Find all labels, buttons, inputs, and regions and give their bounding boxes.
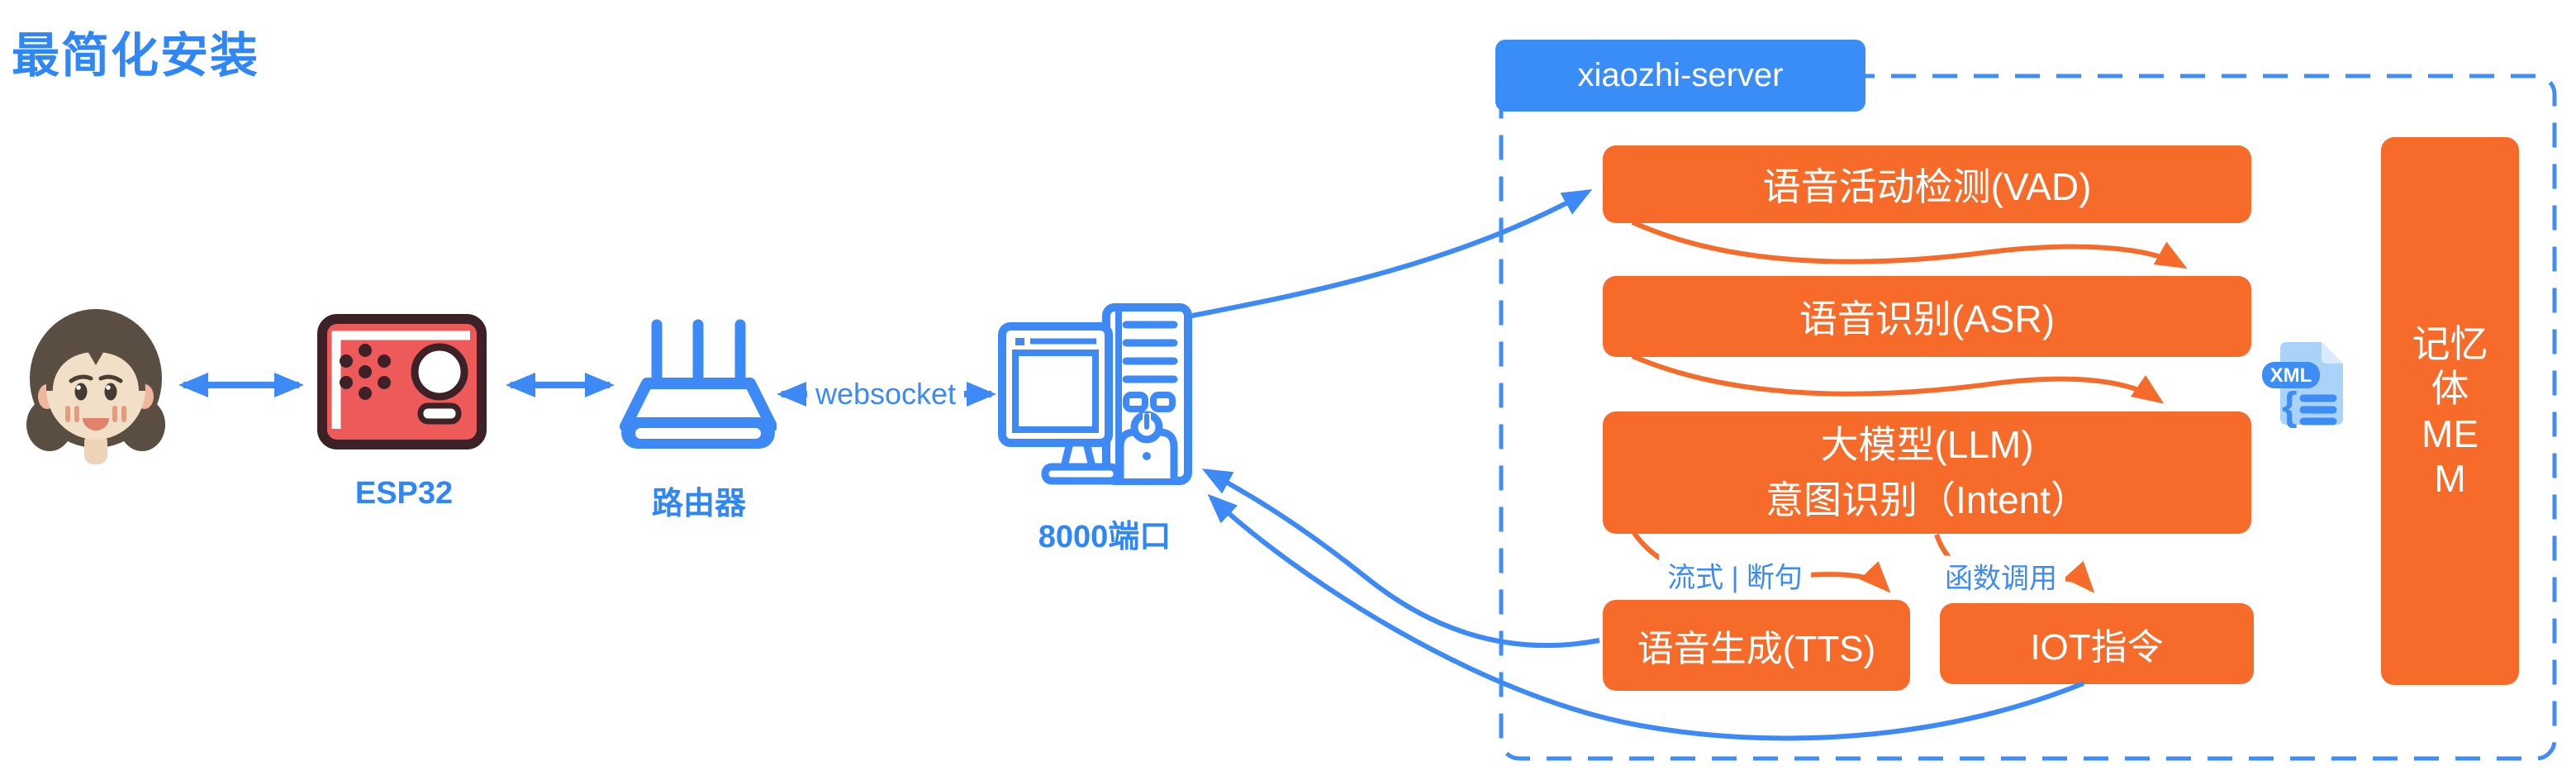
llm-box: 大模型(LLM) 意图识别（Intent） [1603,411,2251,534]
mem-label-line1: 记忆 [2412,321,2488,365]
esp32-device-icon [317,314,487,449]
llm-label-line2: 意图识别（Intent） [1765,478,2089,521]
router-label: 路由器 [651,487,747,521]
asr-label: 语音识别(ASR) [1799,297,2056,340]
asr-box: 语音识别(ASR) [1603,276,2251,357]
esp32-label: ESP32 [354,476,454,511]
iot-box: IOT指令 [1940,603,2254,684]
server-dashed-border [1499,74,2557,761]
mem-label-line4: M [2434,456,2466,500]
xiaozhi-server-tab-label: xiaozhi-server [1577,57,1784,93]
vad-label: 语音活动检测(VAD) [1762,165,2092,208]
tts-edge-label: 流式 | 断句 [1659,554,1811,596]
xml-brace-glyph: { [2282,385,2298,429]
iot-label: IOT指令 [2030,627,2164,668]
computer-icon [998,303,1192,485]
mem-label-line2: 体 [2431,367,2469,411]
port-label: 8000端口 [1038,520,1172,554]
websocket-label: websocket [806,377,965,411]
xiaozhi-server-tab: xiaozhi-server [1495,40,1865,112]
mem-box: 记忆 体 ME M [2381,137,2519,685]
vad-box: 语音活动检测(VAD) [1603,145,2251,223]
user-avatar-icon [26,309,165,464]
xml-badge-label: XML [2270,364,2312,387]
llm-label-line1: 大模型(LLM) [1820,423,2034,467]
iot-edge-label: 函数调用 [1937,555,2065,597]
tts-label: 语音生成(TTS) [1637,629,1876,669]
xml-file-icon: XML { [2262,342,2343,429]
tts-box: 语音生成(TTS) [1603,600,1910,691]
page-title: 最简化安装 [12,29,260,83]
router-icon [620,319,777,449]
mem-label-line3: ME [2422,411,2479,455]
